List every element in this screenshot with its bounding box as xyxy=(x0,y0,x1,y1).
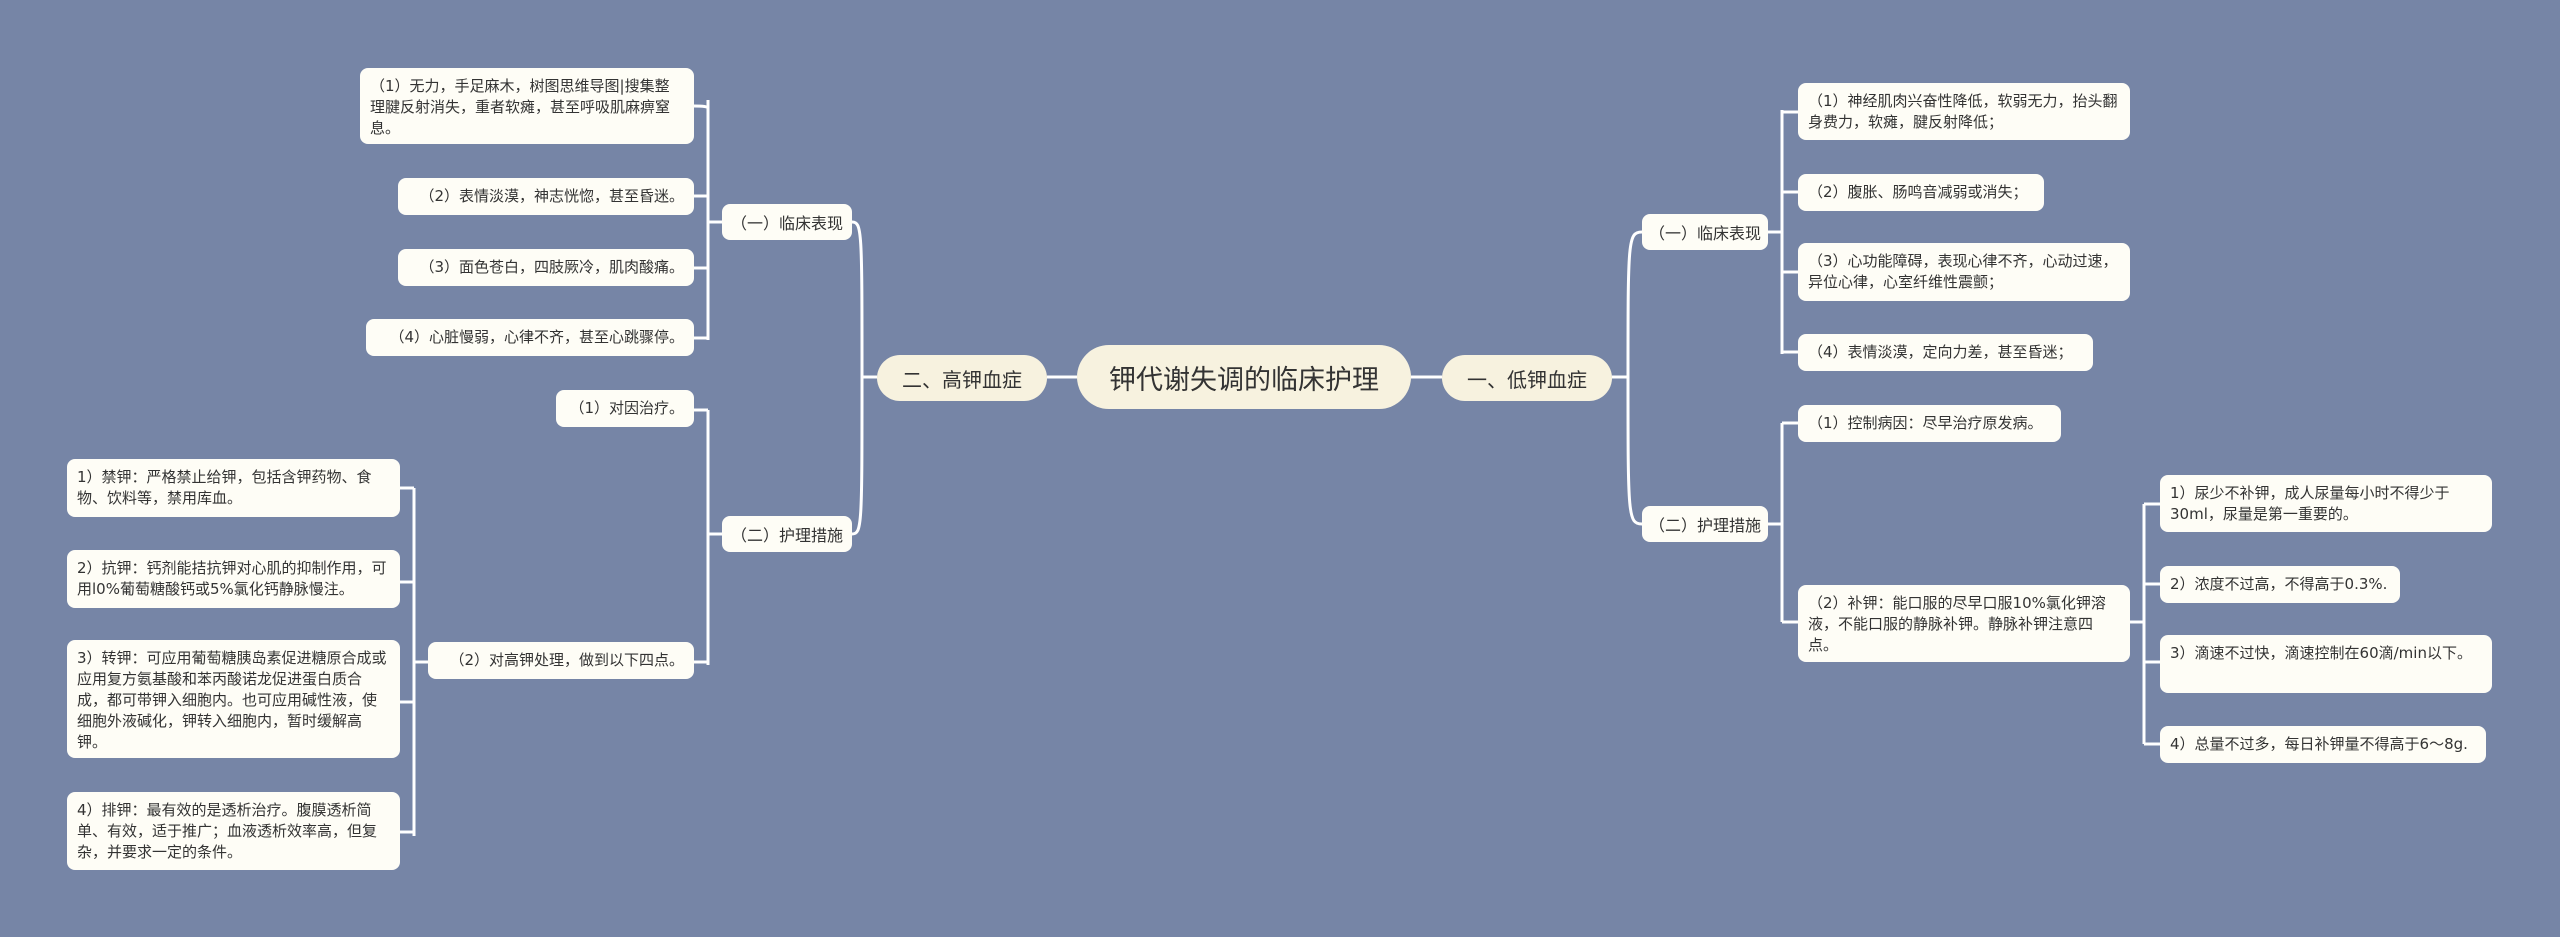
leaf-node[interactable]: （1）控制病因：尽早治疗原发病。 xyxy=(1798,405,2061,442)
leaf-text: （3）心功能障碍，表现心律不齐，心动过速，异位心律，心室纤维性震颤； xyxy=(1808,252,2118,291)
sub-node-left-clinical[interactable]: （一）临床表现 xyxy=(722,204,852,240)
leaf-node[interactable]: （4）表情淡漠，定向力差，甚至昏迷； xyxy=(1798,334,2093,371)
main-label: 二、高钾血症 xyxy=(902,367,1022,392)
leaf-node[interactable]: （1）无力，手足麻木，树图思维导图|搜集整理腱反射消失，重者软瘫，甚至呼吸肌麻痹… xyxy=(360,68,694,144)
leaf-text: 2）浓度不过高，不得高于0.3%. xyxy=(2170,575,2388,593)
leaf-text: 3）滴速不过快，滴速控制在60滴/min以下。 xyxy=(2170,644,2472,662)
leaf-node[interactable]: 3）转钾：可应用葡萄糖胰岛素促进糖原合成或应用复方氨基酸和苯丙酸诺龙促进蛋白质合… xyxy=(67,640,400,758)
leaf-text: 4）总量不过多，每日补钾量不得高于6～8g. xyxy=(2170,735,2468,753)
leaf-text: （2）腹胀、肠鸣音减弱或消失； xyxy=(1808,183,2028,201)
leaf-node[interactable]: （2）表情淡漠，神志恍惚，甚至昏迷。 xyxy=(398,178,694,215)
leaf-node[interactable]: （3）心功能障碍，表现心律不齐，心动过速，异位心律，心室纤维性震颤； xyxy=(1798,243,2130,301)
leaf-text: （4）表情淡漠，定向力差，甚至昏迷； xyxy=(1808,343,2073,361)
leaf-text: （1）无力，手足麻木，树图思维导图|搜集整理腱反射消失，重者软瘫，甚至呼吸肌麻痹… xyxy=(370,77,671,137)
leaf-text: 4）排钾：最有效的是透析治疗。腹膜透析简单、有效，适于推广；血液透析效率高，但复… xyxy=(77,801,378,861)
main-node-hyperkalemia[interactable]: 二、高钾血症 xyxy=(877,355,1047,401)
leaf-text: 1）尿少不补钾，成人尿量每小时不得少于30ml，尿量是第一重要的。 xyxy=(2170,484,2450,523)
root-label: 钾代谢失调的临床护理 xyxy=(1109,364,1379,396)
leaf-node[interactable]: 4）排钾：最有效的是透析治疗。腹膜透析简单、有效，适于推广；血液透析效率高，但复… xyxy=(67,792,400,870)
leaf-node[interactable]: 1）尿少不补钾，成人尿量每小时不得少于30ml，尿量是第一重要的。 xyxy=(2160,475,2492,532)
leaf-node[interactable]: 3）滴速不过快，滴速控制在60滴/min以下。 xyxy=(2160,635,2492,693)
leaf-node[interactable]: 4）总量不过多，每日补钾量不得高于6～8g. xyxy=(2160,726,2486,763)
leaf-node[interactable]: 1）禁钾：严格禁止给钾，包括含钾药物、食物、饮料等，禁用库血。 xyxy=(67,459,400,517)
leaf-node[interactable]: 2）浓度不过高，不得高于0.3%. xyxy=(2160,566,2400,603)
leaf-node[interactable]: （1）神经肌肉兴奋性降低，软弱无力，抬头翻身费力，软瘫，腱反射降低； xyxy=(1798,83,2130,140)
sub-label: （二）护理措施 xyxy=(730,526,843,545)
leaf-text: （1）对因治疗。 xyxy=(569,399,684,417)
leaf-text: 2）抗钾：钙剂能拮抗钾对心肌的抑制作用，可用l0%葡萄糖酸钙或5%氯化钙静脉慢注… xyxy=(77,559,387,598)
leaf-node[interactable]: （3）面色苍白，四肢厥冷，肌肉酸痛。 xyxy=(398,249,694,286)
leaf-text: （2）对高钾处理，做到以下四点。 xyxy=(449,651,684,669)
leaf-text: （1）控制病因：尽早治疗原发病。 xyxy=(1808,414,2043,432)
leaf-node[interactable]: （2）腹胀、肠鸣音减弱或消失； xyxy=(1798,174,2044,211)
main-node-hypokalemia[interactable]: 一、低钾血症 xyxy=(1442,355,1612,401)
leaf-text: （3）面色苍白，四肢厥冷，肌肉酸痛。 xyxy=(419,258,684,276)
sub-label: （一）临床表现 xyxy=(730,214,843,233)
leaf-text: （2）补钾：能口服的尽早口服10%氯化钾溶液，不能口服的静脉补钾。静脉补钾注意四… xyxy=(1808,594,2106,654)
leaf-node[interactable]: （4）心脏慢弱，心律不齐，甚至心跳骤停。 xyxy=(366,319,694,356)
sub-label: （一）临床表现 xyxy=(1648,224,1761,243)
leaf-text: 3）转钾：可应用葡萄糖胰岛素促进糖原合成或应用复方氨基酸和苯丙酸诺龙促进蛋白质合… xyxy=(77,649,387,751)
sub-node-right-clinical[interactable]: （一）临床表现 xyxy=(1642,214,1768,250)
leaf-node[interactable]: （1）对因治疗。 xyxy=(556,390,694,427)
leaf-text: （2）表情淡漠，神志恍惚，甚至昏迷。 xyxy=(419,187,684,205)
sub-node-left-nursing[interactable]: （二）护理措施 xyxy=(722,516,852,552)
leaf-text: 1）禁钾：严格禁止给钾，包括含钾药物、食物、饮料等，禁用库血。 xyxy=(77,468,372,507)
sub-node-right-nursing[interactable]: （二）护理措施 xyxy=(1642,506,1768,542)
sub-label: （二）护理措施 xyxy=(1648,516,1761,535)
leaf-text: （4）心脏慢弱，心律不齐，甚至心跳骤停。 xyxy=(389,328,684,346)
leaf-node[interactable]: 2）抗钾：钙剂能拮抗钾对心肌的抑制作用，可用l0%葡萄糖酸钙或5%氯化钙静脉慢注… xyxy=(67,550,400,608)
leaf-node[interactable]: （2）补钾：能口服的尽早口服10%氯化钾溶液，不能口服的静脉补钾。静脉补钾注意四… xyxy=(1798,585,2130,662)
main-label: 一、低钾血症 xyxy=(1467,367,1587,392)
leaf-node[interactable]: （2）对高钾处理，做到以下四点。 xyxy=(428,642,694,679)
root-node[interactable]: 钾代谢失调的临床护理 xyxy=(1077,345,1411,409)
leaf-text: （1）神经肌肉兴奋性降低，软弱无力，抬头翻身费力，软瘫，腱反射降低； xyxy=(1808,92,2118,131)
